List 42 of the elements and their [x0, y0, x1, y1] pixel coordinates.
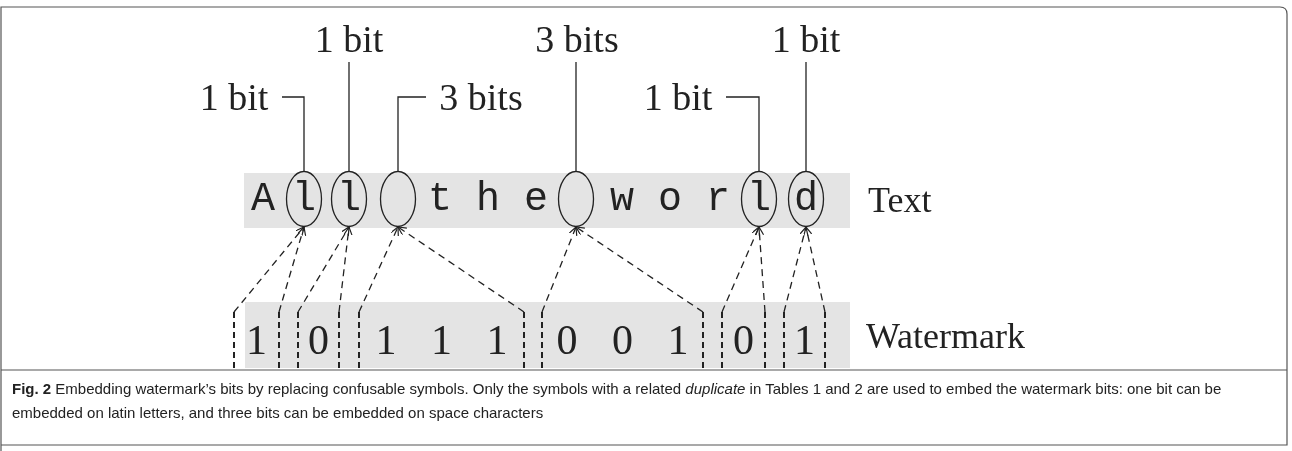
bit-count-label: 3 bits [426, 74, 536, 120]
space-ellipse [558, 171, 594, 227]
bit-group: 1 1 1 [358, 312, 525, 368]
letter-ellipse: l [286, 171, 322, 227]
dashed-arrow [233, 226, 305, 313]
leader-line [397, 96, 427, 172]
dashed-arrow [278, 226, 307, 313]
bit-count-label: 1 bit [758, 16, 854, 62]
row-label: Text [868, 179, 932, 222]
row-label: Watermark [866, 315, 1025, 358]
leader-line [575, 61, 577, 172]
text-characters: w o r [610, 176, 731, 224]
leader-line [725, 96, 760, 172]
dashed-arrow [297, 226, 350, 313]
dashed-arrow [541, 226, 578, 313]
dashed-arrow [783, 226, 809, 313]
dashed-arrow [397, 226, 525, 313]
bit-group: 1 [783, 312, 826, 368]
dashed-arrow [803, 226, 826, 313]
bit-count-label: 1 bit [630, 74, 726, 120]
bit-count-label: 3 bits [521, 16, 633, 62]
bit-count-label: 1 bit [186, 74, 282, 120]
text-character: A [251, 176, 275, 224]
bit-group: 0 0 1 [541, 312, 704, 368]
space-ellipse [380, 171, 416, 227]
figure-caption: Fig. 2 Embedding watermark’s bits by replacing confusable symbols. Only the symbols with a related duplicate in Tables 1 and 2 are used to embed the watermark bits: one bit can be embedded on latin letters, and three bits can be embedded on space characters [12, 379, 1223, 423]
bit-group: 1 [233, 312, 280, 368]
dashed-arrow [754, 226, 766, 313]
dashed-arrow [721, 226, 761, 313]
leader-line [348, 61, 350, 172]
dashed-arrow [575, 226, 704, 313]
text-characters: t h e [428, 176, 549, 224]
bit-group: 0 [297, 312, 340, 368]
dashed-arrow [338, 226, 353, 313]
letter-ellipse: l [331, 171, 367, 227]
bit-group: 0 [721, 312, 766, 368]
dashed-arrow [358, 226, 399, 313]
leader-line [281, 96, 305, 172]
letter-ellipse: l [741, 171, 777, 227]
leader-line [805, 61, 807, 172]
letter-ellipse: d [788, 171, 824, 227]
bit-count-label: 1 bit [300, 16, 398, 62]
